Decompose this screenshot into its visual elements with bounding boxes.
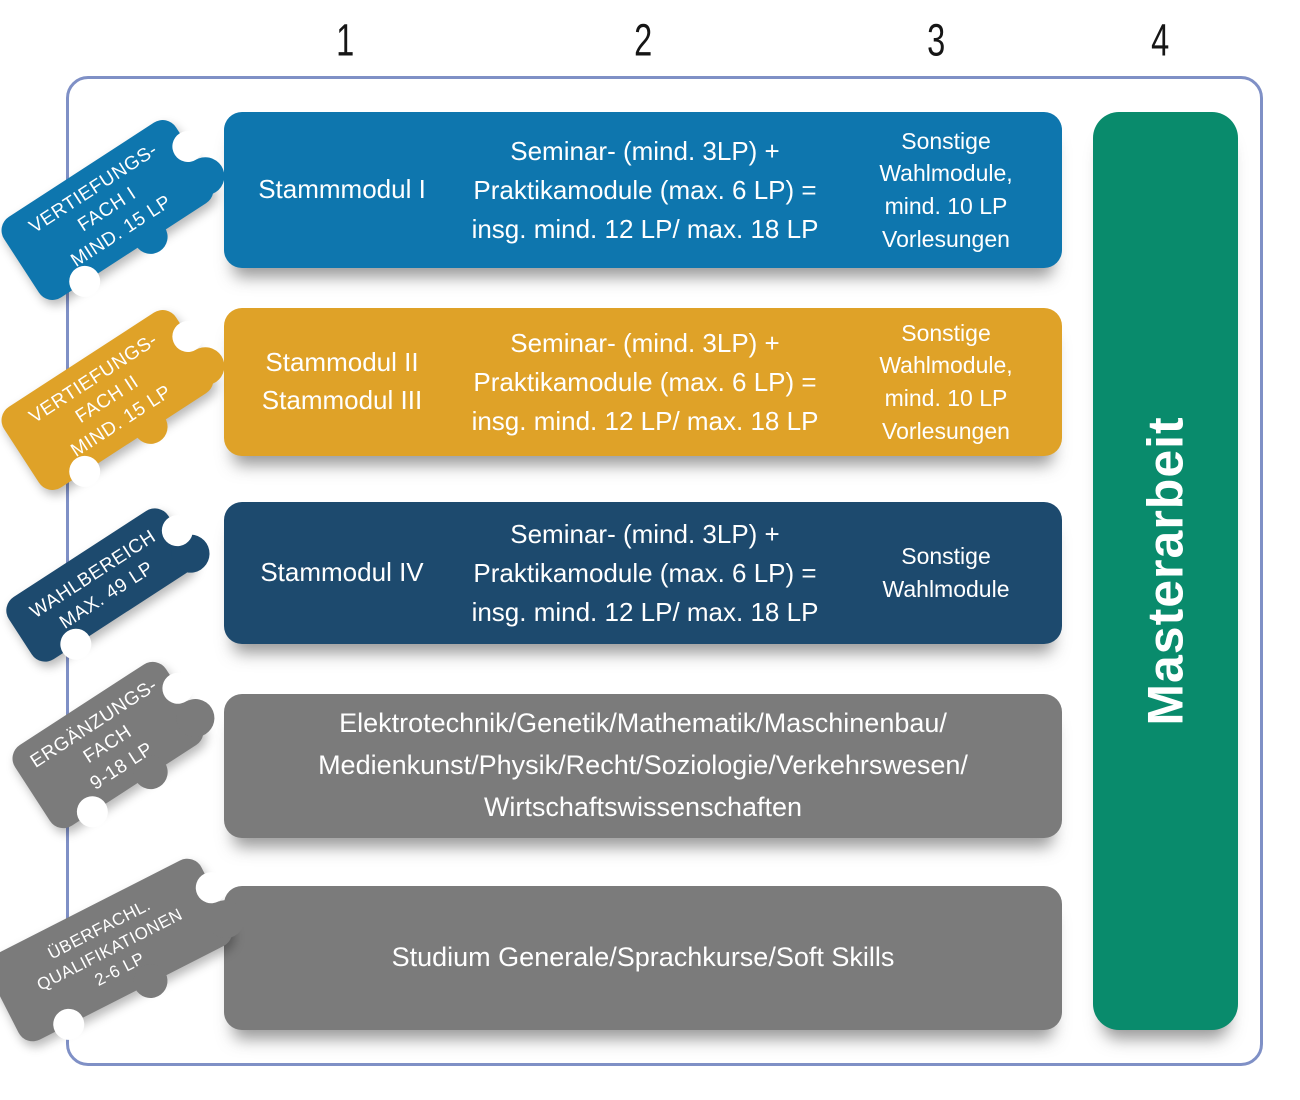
row2-seminar-info: Seminar- (mind. 3LP) + Praktikamodule (m… (471, 327, 819, 436)
row-stammmodul-i: Stammmodul I Seminar- (mind. 3LP) + Prak… (224, 112, 1062, 268)
row-stammodul-iv: Stammodul IV Seminar- (mind. 3LP) + Prak… (224, 502, 1062, 644)
column-header-3: 3 (876, 15, 996, 66)
row2-wahlmodule-info: Sonstige Wahlmodule, mind. 10 LP Vorlesu… (879, 319, 1013, 444)
row1-module-name: Stammmodul I (258, 174, 426, 205)
row4-subjects: Elektrotechnik/Genetik/Mathematik/Maschi… (318, 708, 968, 822)
masterarbeit-column: Masterarbeit (1093, 112, 1238, 1030)
row1-wahlmodule-info: Sonstige Wahlmodule, mind. 10 LP Vorlesu… (879, 127, 1013, 252)
column-header-1: 1 (285, 15, 405, 66)
column-header-4: 4 (1100, 15, 1220, 66)
masterarbeit-label: Masterarbeit (1137, 416, 1194, 726)
row3-seminar-info: Seminar- (mind. 3LP) + Praktikamodule (m… (471, 518, 819, 627)
row3-wahlmodule-info: Sonstige Wahlmodule (882, 543, 1010, 602)
row-stammodul-ii-iii: Stammodul II Stammodul III Seminar- (min… (224, 308, 1062, 456)
row-studium-generale: Studium Generale/Sprachkurse/Soft Skills (224, 886, 1062, 1030)
column-header-2-label: 2 (633, 15, 653, 66)
column-header-4-label: 4 (1150, 15, 1170, 66)
row3-module-name: Stammodul IV (260, 557, 424, 588)
column-header-1-label: 1 (335, 15, 355, 66)
column-header-3-label: 3 (926, 15, 946, 66)
row1-seminar-info: Seminar- (mind. 3LP) + Praktikamodule (m… (471, 135, 819, 244)
row5-subjects: Studium Generale/Sprachkurse/Soft Skills (391, 942, 895, 973)
column-header-2: 2 (583, 15, 703, 66)
row-ergaenzungsfach: Elektrotechnik/Genetik/Mathematik/Maschi… (224, 694, 1062, 838)
row2-module-name: Stammodul II Stammodul III (261, 347, 423, 415)
